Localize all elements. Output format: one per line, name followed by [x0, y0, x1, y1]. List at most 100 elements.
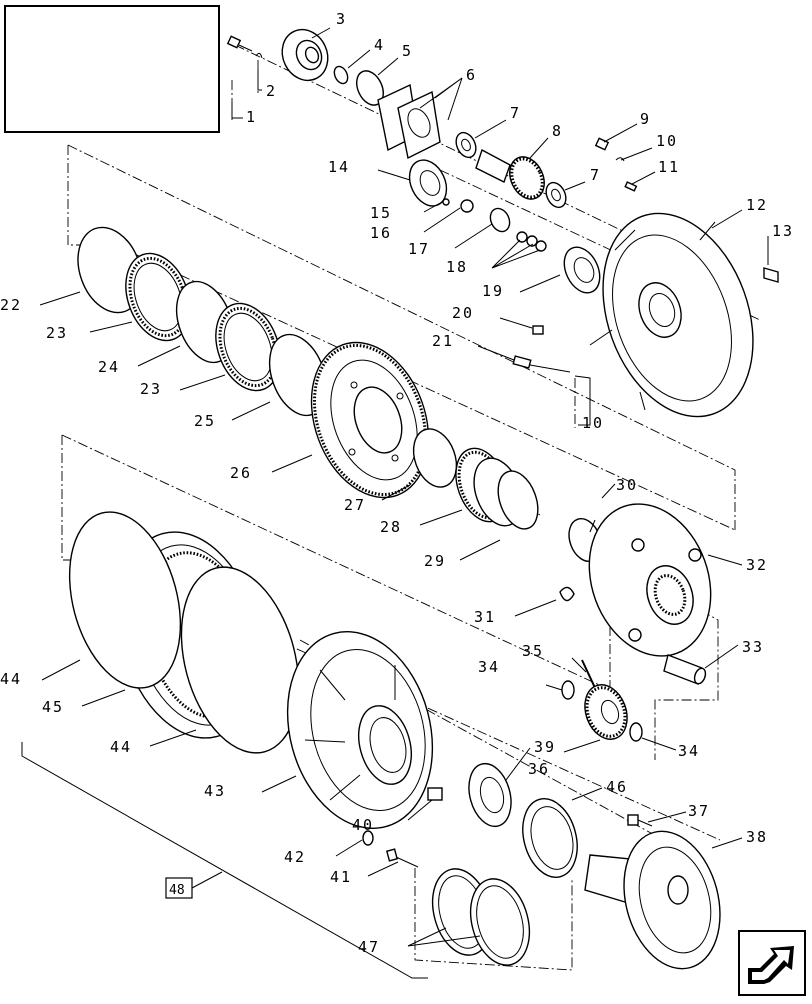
callout-48: 48 — [169, 883, 185, 898]
callout-8: 8 — [552, 122, 563, 140]
part-9-plug — [594, 137, 610, 151]
callout-7-upper: 7 — [510, 104, 521, 122]
part-26-ring-gear — [310, 341, 430, 499]
part-35-needle — [581, 659, 597, 691]
part-39-taper-bearing — [468, 762, 512, 828]
callout-45: 45 — [42, 698, 64, 716]
part-38-output-flange — [584, 830, 721, 970]
callout-17: 17 — [408, 240, 430, 258]
part-42-washer — [362, 830, 374, 846]
part-36-planet-gear — [584, 684, 628, 740]
part-15-screw — [442, 198, 450, 206]
callout-4: 4 — [374, 36, 385, 54]
part-5-o-ring — [356, 70, 384, 106]
callout-9: 9 — [640, 110, 651, 128]
part-41-bolt — [385, 848, 419, 868]
callout-23-upper: 23 — [46, 324, 68, 342]
callout-16: 16 — [370, 224, 392, 242]
callout-13: 13 — [772, 222, 794, 240]
callout-40: 40 — [352, 816, 374, 834]
callout-48-box — [165, 877, 193, 899]
part-6-gaskets — [377, 83, 441, 160]
part-43-wheel-hub — [286, 631, 434, 829]
callout-6: 6 — [466, 66, 477, 84]
callout-25: 25 — [194, 412, 216, 430]
callout-10-upper: 10 — [656, 132, 678, 150]
callout-32: 32 — [746, 556, 768, 574]
callout-34-right: 34 — [678, 742, 700, 760]
part-31-snap-ring — [559, 586, 575, 602]
callout-3: 3 — [336, 10, 347, 28]
callout-7-lower: 7 — [590, 166, 601, 184]
callout-39: 39 — [534, 738, 556, 756]
part-21-breather — [512, 355, 571, 373]
part-33-planet-pin — [663, 654, 707, 685]
callout-28: 28 — [380, 518, 402, 536]
part-2-pin — [255, 52, 263, 59]
callout-1: 1 — [246, 108, 257, 126]
part-18-shims — [516, 231, 547, 252]
part-8-pinion-shaft — [475, 148, 545, 200]
next-page-button[interactable] — [738, 930, 806, 996]
callout-23-lower: 23 — [140, 380, 162, 398]
callout-20: 20 — [452, 304, 474, 322]
part-4-snap-ring — [333, 65, 349, 85]
part-11-pin — [624, 181, 638, 192]
callout-12: 12 — [746, 196, 768, 214]
part-3-cover — [281, 28, 329, 82]
callout-30: 30 — [616, 476, 638, 494]
callout-44-lower: 44 — [110, 738, 132, 756]
part-10-ring-a — [615, 157, 625, 162]
part-14-seal — [408, 159, 448, 207]
part-34-thrust-washer-a — [561, 680, 575, 700]
callout-42: 42 — [284, 848, 306, 866]
part-37-bolt — [627, 814, 653, 827]
part-40-nut — [427, 787, 443, 801]
callout-26: 26 — [230, 464, 252, 482]
callout-41: 41 — [330, 868, 352, 886]
callout-37: 37 — [688, 802, 710, 820]
callout-35: 35 — [522, 642, 544, 660]
callout-21: 21 — [432, 332, 454, 350]
callout-2: 2 — [266, 82, 277, 100]
callout-18: 18 — [446, 258, 468, 276]
part-19-bearing — [563, 246, 601, 294]
part-16-washer — [460, 199, 474, 213]
part-17-disc — [489, 207, 511, 233]
part-34-thrust-washer-b — [629, 722, 643, 742]
part-23-clutch-disc-b — [215, 302, 281, 392]
next-page-arrow-icon — [748, 946, 794, 984]
callout-24: 24 — [98, 358, 120, 376]
callout-43: 43 — [204, 782, 226, 800]
callout-22: 22 — [0, 296, 22, 314]
part-7-bearing-b — [545, 181, 567, 209]
callout-5: 5 — [402, 42, 413, 60]
part-32-planet-carrier — [588, 503, 712, 657]
callout-47: 47 — [358, 938, 380, 956]
callout-36: 36 — [528, 760, 550, 778]
callout-15: 15 — [370, 204, 392, 222]
part-47-seal-rings — [431, 868, 531, 966]
callout-31: 31 — [474, 608, 496, 626]
callout-27: 27 — [344, 496, 366, 514]
info-box — [4, 5, 220, 133]
callout-labels: 1 2 3 4 5 6 7 7 8 9 10 10 11 12 13 14 15… — [0, 10, 794, 956]
callout-19: 19 — [482, 282, 504, 300]
leader-lines — [21, 27, 769, 979]
callout-11: 11 — [658, 158, 680, 176]
callout-10-lower: 10 — [582, 414, 604, 432]
part-7-bearing-a — [455, 131, 477, 159]
callout-38: 38 — [746, 828, 768, 846]
part-1-bolt — [226, 35, 253, 52]
part-46-seal — [522, 798, 578, 878]
part-12-housing — [589, 212, 754, 418]
callout-46: 46 — [606, 778, 628, 796]
part-27-snap-ring — [412, 428, 458, 488]
callout-44-left: 44 — [0, 670, 22, 688]
part-13-stud — [763, 267, 779, 283]
part-44-o-ring-b — [180, 566, 300, 754]
callout-33: 33 — [742, 638, 764, 656]
callout-29: 29 — [424, 552, 446, 570]
